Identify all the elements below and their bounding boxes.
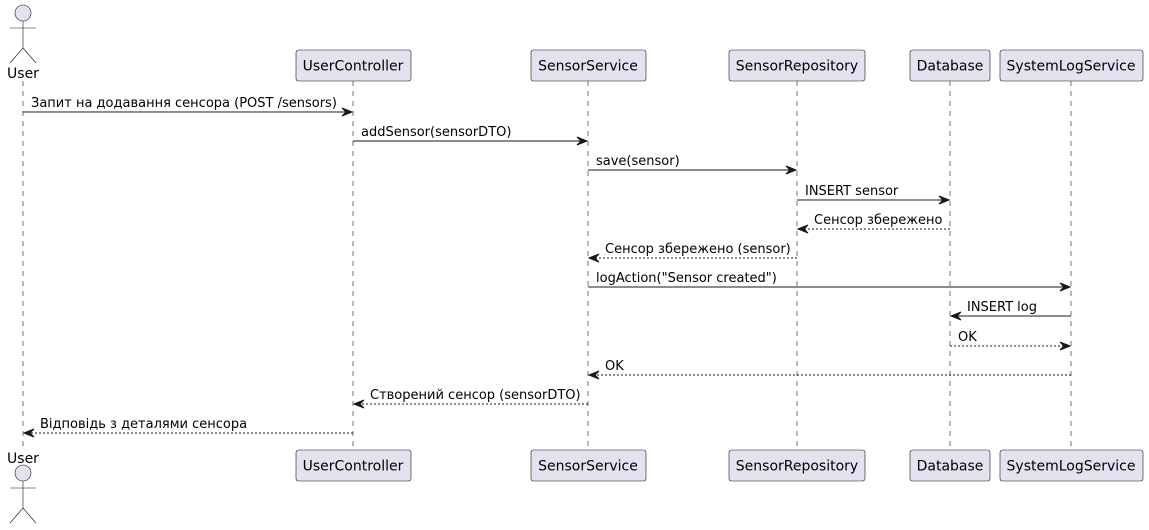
participant-database-bottom: Database bbox=[909, 449, 991, 482]
participant-label: SensorService bbox=[538, 459, 638, 475]
message-label: Сенсор збережено bbox=[814, 213, 942, 228]
message-4: INSERT sensor bbox=[797, 184, 951, 205]
participant-label: SensorRepository bbox=[736, 59, 858, 75]
participant-systemlogservice-bottom: SystemLogService bbox=[999, 449, 1144, 482]
participant-box bbox=[530, 449, 647, 482]
message-11: Створений сенсор (sensorDTO) bbox=[352, 388, 588, 409]
participant-systemlogservice-top: SystemLogService bbox=[999, 49, 1144, 82]
arrow-head-icon bbox=[22, 428, 35, 438]
actor-label: User bbox=[7, 451, 39, 467]
actor-right-leg bbox=[22, 47, 37, 64]
participant-label: SensorRepository bbox=[736, 459, 858, 475]
arrow-head-icon bbox=[1059, 341, 1072, 351]
participant-label: SystemLogService bbox=[1007, 459, 1136, 475]
arrow-head-icon bbox=[341, 107, 354, 117]
participant-label: UserController bbox=[303, 59, 404, 75]
participant-label: Database bbox=[917, 59, 984, 75]
actor-head-icon bbox=[14, 464, 32, 482]
participant-label: Database bbox=[917, 459, 984, 475]
actor-user-top: User bbox=[7, 4, 39, 82]
message-3: save(sensor) bbox=[588, 154, 798, 175]
participant-box bbox=[999, 449, 1144, 482]
participant-database-top: Database bbox=[909, 49, 991, 82]
message-label: INSERT sensor bbox=[805, 184, 899, 199]
participant-box bbox=[909, 49, 991, 82]
actor-label: User bbox=[7, 66, 39, 82]
participant-sensorrepository-bottom: SensorRepository bbox=[728, 449, 866, 482]
message-12: Відповідь з деталями сенсора bbox=[22, 417, 353, 438]
participant-usercontroller-top: UserController bbox=[295, 49, 412, 82]
message-label: Запит на додавання сенсора (POST /sensor… bbox=[31, 96, 337, 111]
actor-right-leg bbox=[22, 507, 37, 524]
arrow-head-icon bbox=[576, 136, 589, 146]
participant-usercontroller-bottom: UserController bbox=[295, 449, 412, 482]
message-8: INSERT log bbox=[949, 300, 1071, 321]
message-label: OK bbox=[958, 330, 977, 345]
participant-sensorservice-top: SensorService bbox=[530, 49, 647, 82]
message-label: Сенсор збережено (sensor) bbox=[605, 242, 791, 257]
arrow-head-icon bbox=[587, 370, 600, 380]
participant-box bbox=[728, 449, 866, 482]
actor-user-bottom: User bbox=[7, 451, 39, 524]
message-10: OK bbox=[587, 359, 1071, 380]
actor-left-leg bbox=[9, 507, 24, 524]
message-label: logAction("Sensor created") bbox=[596, 271, 777, 286]
participant-box bbox=[295, 49, 412, 82]
message-label: addSensor(sensorDTO) bbox=[361, 125, 511, 140]
message-7: logAction("Sensor created") bbox=[588, 271, 1072, 292]
participant-label: UserController bbox=[303, 459, 404, 475]
participant-label: SystemLogService bbox=[1007, 59, 1136, 75]
actor-head-icon bbox=[14, 4, 32, 22]
arrow-head-icon bbox=[785, 165, 798, 175]
message-1: Запит на додавання сенсора (POST /sensor… bbox=[23, 96, 354, 117]
participant-box bbox=[909, 449, 991, 482]
participant-box bbox=[999, 49, 1144, 82]
participant-label: SensorService bbox=[538, 59, 638, 75]
arrow-head-icon bbox=[587, 253, 600, 263]
message-label: Створений сенсор (sensorDTO) bbox=[370, 388, 581, 403]
arrow-head-icon bbox=[796, 224, 809, 234]
message-label: save(sensor) bbox=[596, 154, 680, 169]
arrow-head-icon bbox=[938, 195, 951, 205]
arrow-head-icon bbox=[352, 399, 365, 409]
participant-sensorservice-bottom: SensorService bbox=[530, 449, 647, 482]
participant-sensorrepository-top: SensorRepository bbox=[728, 49, 866, 82]
participant-box bbox=[295, 449, 412, 482]
message-9: OK bbox=[950, 330, 1072, 351]
participant-box bbox=[530, 49, 647, 82]
arrow-head-icon bbox=[949, 311, 962, 321]
message-label: Відповідь з деталями сенсора bbox=[40, 417, 247, 432]
arrow-head-icon bbox=[1059, 282, 1072, 292]
message-5: Сенсор збережено bbox=[796, 213, 950, 234]
message-label: OK bbox=[605, 359, 624, 374]
message-label: INSERT log bbox=[967, 300, 1037, 315]
message-6: Сенсор збережено (sensor) bbox=[587, 242, 797, 263]
participant-box bbox=[728, 49, 866, 82]
actor-left-leg bbox=[9, 47, 24, 64]
message-2: addSensor(sensorDTO) bbox=[353, 125, 589, 146]
